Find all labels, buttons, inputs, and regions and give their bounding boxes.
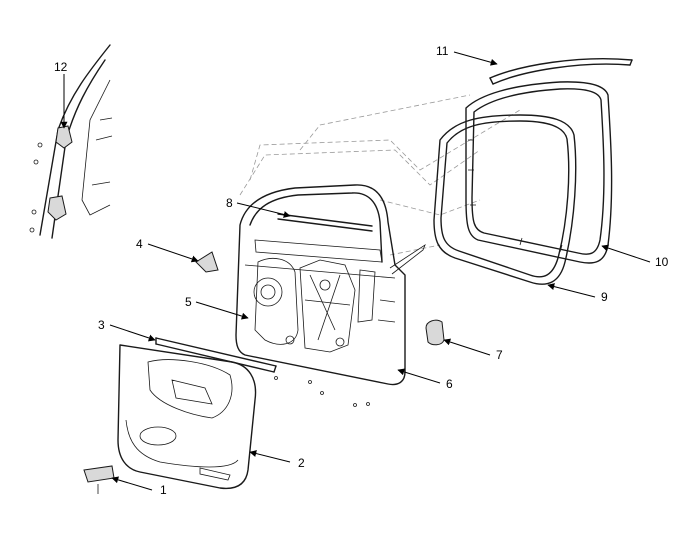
callout-8: 8 [226, 196, 233, 210]
door-panel [235, 184, 426, 407]
leader-lines [60, 51, 651, 491]
belt-weatherstrip [155, 337, 277, 373]
callout-4: 4 [136, 237, 143, 251]
body-pillar-with-hinges [29, 44, 113, 239]
door-weatherstrip [465, 81, 613, 264]
callout-5: 5 [185, 295, 192, 309]
callout-3: 3 [98, 318, 105, 332]
callout-12: 12 [54, 60, 68, 74]
small-part-7 [425, 319, 445, 346]
callout-10: 10 [655, 255, 669, 269]
trim-cap [83, 465, 115, 494]
callout-9: 9 [601, 290, 608, 304]
callout-11: 11 [436, 44, 449, 58]
callout-2: 2 [298, 456, 305, 470]
callout-1: 1 [160, 483, 167, 497]
door-frame-molding [489, 58, 633, 85]
callout-labels: 1 2 3 4 5 6 7 8 9 10 11 12 [54, 44, 669, 497]
callout-6: 6 [446, 377, 453, 391]
door-trim-panel [117, 344, 257, 490]
callout-7: 7 [496, 348, 503, 362]
delta-cover [195, 251, 219, 273]
door-body-weatherstrip [433, 114, 577, 285]
glass-run-channel [277, 213, 373, 232]
